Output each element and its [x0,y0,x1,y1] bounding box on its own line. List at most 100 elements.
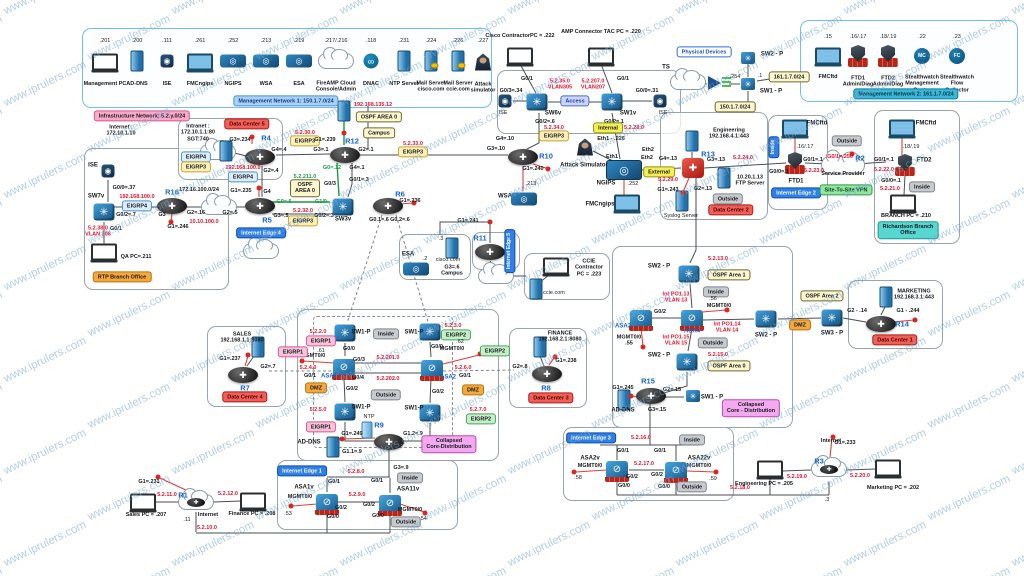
label-5-2-15-0: 5.2.15.0 [708,351,728,358]
label-g0-1: G0/1 [521,75,533,82]
r1-cloud-router-icon: ✚ [178,488,214,510]
label-g0-1: G0/1 [654,447,666,454]
label-g3: G3 [158,211,166,218]
label-data-center-1: Data Center 1 [872,334,918,346]
label-g1-249: G1=.249 [341,430,363,437]
r3-cloud-router-icon: ✚ [811,455,847,477]
label-r8: R8 [541,383,551,393]
label-branch-pc-210: BRANCH PC = .210 [881,212,931,219]
asa2-firewall-icon [420,360,444,381]
wire [611,112,621,160]
label-16-17: .16/.17 [849,33,867,40]
wire [347,163,353,198]
label-int-po1-14-vlan-14: Int PO1.14 VLAN 14 [713,321,741,334]
label-192-168-100-0: 192.168.100.0 [225,164,261,171]
label-g2-5: G2=.5 [222,209,238,216]
label-5-2-202-0: 5.2.202.0 [376,375,400,382]
wire [703,162,787,169]
fmcftd1-laptop-icon [782,119,808,137]
label-wsa: WSA [498,193,512,200]
label-sw6v: SW6v [544,110,562,117]
label-ntp-server: NTP Server [389,80,419,87]
attack-simulator-2-icon [577,138,593,156]
label-eigrp1: EIGRP1 [305,421,337,433]
label-r9: R9 [374,420,384,430]
label-data-center-5: Data Center 5 [224,118,270,130]
label-asa3: ASA3 [614,323,632,330]
esa-appliance-icon [286,54,312,68]
label-g0-1-6: G0.1=.6 [369,216,389,223]
sw7v-switch-icon [93,203,115,221]
wire [842,317,867,323]
wire [686,470,716,473]
label-sw1v: SW1v [619,110,637,117]
label-r1: R1 [178,490,188,500]
r5-router-icon [245,198,275,214]
label-g2-16: G2=.16 [186,209,206,216]
label-5-2-207-0-vlan207: 5.2.207.0 VLAN207 [580,78,606,91]
asa3-firewall-icon [629,310,653,331]
sw2-p-phys-icon [741,52,755,64]
label-5-2-30-0: 5.2.30.0 [295,129,315,136]
label-amp-connector-tac-pc-220: AMP Connector TAC PC = .220 [561,28,641,35]
label-g4-4: G4=.4 [271,146,287,153]
label-200: .200 [131,37,143,44]
label-sw1-p: SW1-P [404,329,424,336]
label-ftd1-admin-diag: FTD1 Admin/Diag [842,75,874,88]
label-g0-1: G0/1 [304,372,316,379]
label-g4-10: G4=.10 [495,135,515,142]
label-ngips: NGIPS [596,180,616,187]
label-g0-2-6: G0/2=.6 [535,118,555,125]
endpoint-dot [545,166,551,172]
label-3: .3 [824,496,830,503]
asa22v-firewall-icon [664,462,688,483]
label-r2: R2 [855,153,865,163]
label-richardson-branch-office: Richardson Branch Office [877,221,939,239]
label-engineering-192-168-4-1-443: Engineering 192.168.4.1:443 [708,127,750,140]
label-ise: ISE [658,109,668,116]
label-eigrp4: EIGRP4 [227,171,259,183]
label-5-2-11-0: 5.2.11.0 [157,491,177,498]
label-g3-13: G3=.13 [706,156,726,163]
label-261: .261 [194,37,206,44]
label-attack-simulator: Attack Simulator [560,162,608,169]
label-sw2-p: SW2 - P [647,263,671,270]
ftp-server-icon [717,167,731,189]
label-g0-6: G0=.6 [276,198,292,205]
label-5-2-35-0-vlan305: 5.2.35.0 VLAN305 [547,78,573,91]
label-5-2-32-0: 5.2.32.0 [293,207,313,214]
endpoint-dot [341,130,347,136]
label-eigrp3: EIGRP3 [180,161,212,173]
label-int-po1-13-vlan-13: Int PO1.13 VLAN 13 [662,291,690,304]
wire [702,318,755,321]
label-sw1-p: SW1 - P [700,394,724,401]
endpoint-dot [155,474,161,480]
label-syslog-server: Syslog Server [663,212,699,219]
label-physical-devices: Physical Devices [676,46,732,58]
label-outside: Outside [712,193,744,205]
r16-router-icon [157,198,187,214]
branch-pc-icon [890,194,916,212]
fmcftd-laptop-icon [815,47,841,65]
r14-router-icon [866,316,896,332]
label-inside: Inside [768,135,780,159]
finance-pc-icon [240,492,266,510]
label-g0-0: G0/0 [327,513,339,520]
label-53: .53 [284,510,292,517]
wire [344,422,375,442]
endpoint-dot [168,219,174,225]
label-ccie-com: ccie.com [543,289,565,296]
label-226: .226 [452,37,464,44]
label-marketing-192-168-3-1-443: MARKETING 192.168.3.1:443 [893,288,935,301]
label-internet-edge-3: Internet Edge 3 [566,432,616,444]
label-r6: R6 [395,189,405,199]
label-wsa: WSA [259,80,273,87]
label-5-2-21-0: 5.2.21.0 [880,185,900,192]
label-11: .11 [183,516,191,523]
label-ad-dns: AD-DNS [611,407,635,414]
label-r5: R5 [262,215,272,225]
label-sales-pc-207: Sales PC = .207 [125,511,167,518]
asa11v-firewall-icon [378,495,402,516]
ccie-com-server-icon [529,278,543,300]
